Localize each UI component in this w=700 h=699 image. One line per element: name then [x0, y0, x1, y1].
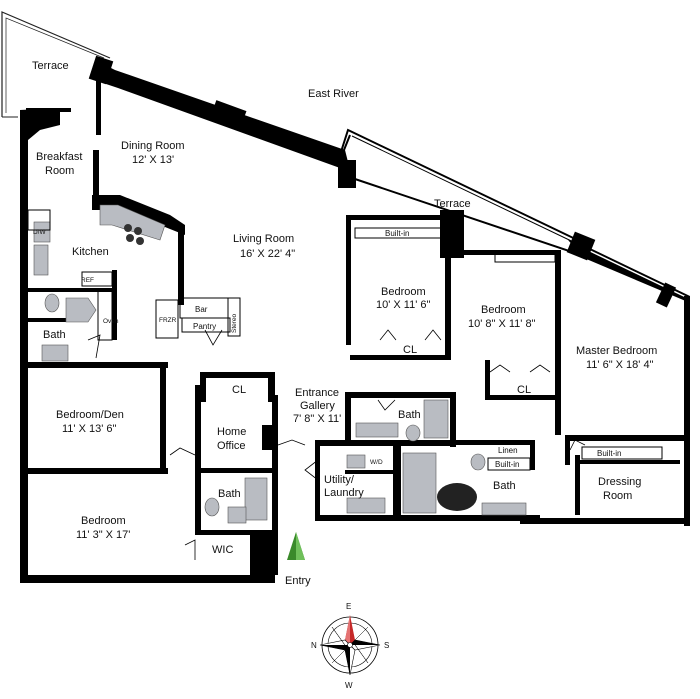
bath-left-label: Bath: [43, 329, 66, 341]
bedroom-2-label: Bedroom: [381, 286, 426, 298]
bedroom-3-label: Bedroom: [481, 304, 526, 316]
compass-south-label: S: [384, 641, 389, 650]
compass-north-label: N: [311, 641, 317, 650]
washer-dryer-label: W/D: [370, 459, 383, 466]
terrace-left: [1, 11, 111, 118]
dining-room-label: Dining Room: [121, 140, 185, 152]
entrance-gallery-label-1: Entrance: [295, 387, 339, 399]
breakfast-room-label-1: Breakfast: [36, 151, 82, 163]
dressing-room-label-2: Room: [603, 490, 632, 502]
terrace-left-label: Terrace: [32, 60, 69, 72]
kitchen-built-ins: [27, 209, 663, 471]
bedroom-main-label: Bedroom: [81, 515, 126, 527]
bath-master-label: Bath: [493, 480, 516, 492]
interior-walls: [28, 70, 685, 578]
linen-label: Linen: [498, 446, 518, 455]
bedroom-den-dimensions: 11' X 13' 6": [62, 423, 116, 435]
entrance-gallery-label-2: Gallery: [300, 400, 335, 412]
bedroom-2-dimensions: 10' X 11' 6": [376, 299, 430, 311]
east-river-label: East River: [308, 88, 359, 100]
home-office-label-2: Office: [217, 440, 246, 452]
living-room-label: Living Room: [233, 233, 294, 245]
walk-in-closet-label: WIC: [212, 544, 233, 556]
bedroom-3-dimensions: 10' 8" X 11' 8": [468, 318, 536, 330]
freezer-label: FRZR: [159, 317, 177, 324]
closet-label-bedroom-3: CL: [517, 384, 531, 396]
dining-room-dimensions: 12' X 13': [132, 154, 174, 166]
utility-laundry-label-2: Laundry: [324, 487, 364, 499]
breakfast-room-label-2: Room: [45, 165, 74, 177]
dressing-room-label-1: Dressing: [598, 476, 641, 488]
compass-east-label: E: [346, 602, 351, 611]
living-room-dimensions: 16' X 22' 4": [240, 248, 295, 260]
closet-label-office: CL: [232, 384, 246, 396]
entry-label: Entry: [285, 575, 311, 587]
door-swings: [87, 329, 586, 560]
entrance-gallery-dimensions: 7' 8" X 11': [293, 413, 341, 425]
built-in-dressing-label: Built-in: [597, 449, 621, 458]
master-bedroom-dimensions: 11' 6" X 18' 4": [586, 359, 654, 371]
built-in-top-label: Built-in: [385, 229, 409, 238]
bedroom-den-label: Bedroom/Den: [56, 409, 124, 421]
refrigerator-label: REF: [81, 277, 94, 284]
entry-arrow-icon: [287, 532, 305, 560]
stove-icon: [124, 224, 144, 245]
home-office-label-1: Home: [217, 426, 246, 438]
master-bedroom-label: Master Bedroom: [576, 345, 657, 357]
built-in-mid-label: Built-in: [495, 460, 519, 469]
bedroom-main-dimensions: 11' 3" X 17': [76, 529, 130, 541]
fixtures: [33, 204, 527, 524]
compass-west-label: W: [345, 681, 353, 690]
utility-laundry-label-1: Utility/: [324, 474, 355, 486]
bath-center-label: Bath: [398, 409, 421, 421]
oven-label: Oven: [103, 318, 119, 325]
dishwasher-label: D/W: [33, 229, 47, 236]
bath-small-label: Bath: [218, 488, 241, 500]
bar-label: Bar: [195, 305, 208, 314]
kitchen-label: Kitchen: [72, 246, 109, 258]
stereo-label: Stereo: [231, 313, 238, 333]
pantry-label: Pantry: [193, 322, 216, 331]
closet-label-bedroom-2: CL: [403, 344, 417, 356]
terrace-right-label: Terrace: [434, 198, 471, 210]
compass-rose-icon: [319, 615, 381, 676]
